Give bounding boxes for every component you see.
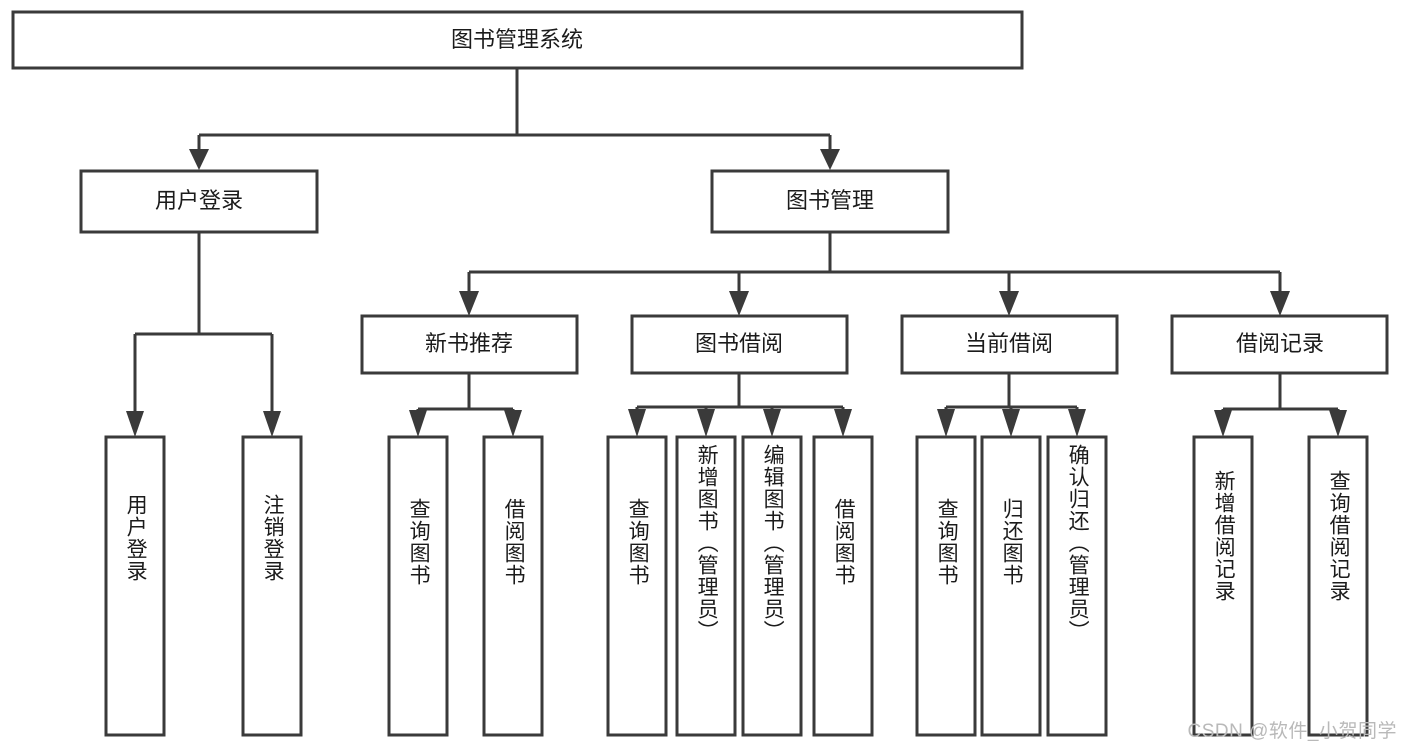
leaf-box-book-borrow-3[interactable] — [741, 435, 803, 737]
arrowhead-current-borrow-leaf-3 — [1068, 409, 1086, 437]
node-borrow-records-box[interactable] — [1170, 314, 1389, 375]
leaf-group-borrow-records — [1192, 435, 1369, 737]
node-book-borrow-box[interactable] — [630, 314, 849, 375]
edge-group-current-borrow — [937, 373, 1086, 437]
node-user-login[interactable]: 用户登录 — [79, 169, 319, 234]
edge-group-book-mgmt — [459, 232, 1290, 316]
leaf-box-new-book-1[interactable] — [387, 435, 449, 737]
node-user-login-label: 用户登录 — [155, 188, 243, 213]
leaf-box-book-borrow-1[interactable] — [606, 435, 668, 737]
arrowhead-borrow-records-leaf-2 — [1329, 410, 1347, 437]
arrowhead-book-mgmt-child-2 — [729, 291, 749, 316]
edge-group-user-login — [126, 232, 281, 437]
leaf-box-current-borrow-1[interactable] — [915, 435, 977, 737]
leaf-group-user-login — [104, 435, 303, 737]
node-book-mgmt[interactable]: 图书管理 — [710, 169, 950, 234]
leaf-box-user-login-2[interactable] — [241, 435, 303, 737]
node-new-book-recommend-box[interactable] — [360, 314, 579, 375]
node-root-box[interactable] — [11, 10, 1024, 70]
node-new-book-recommend-label: 新书推荐 — [425, 331, 513, 356]
arrowhead-user-login-leaf-1 — [126, 411, 144, 437]
node-current-borrow-label: 当前借阅 — [965, 331, 1053, 356]
arrowhead-book-mgmt-child-3 — [999, 291, 1019, 316]
arrowhead-book-mgmt-child-1 — [459, 291, 479, 316]
leaf-box-current-borrow-3[interactable] — [1046, 435, 1108, 737]
leaf-box-current-borrow-2[interactable] — [980, 435, 1042, 737]
leaf-box-borrow-records-2[interactable] — [1307, 435, 1369, 737]
arrowhead-current-borrow-leaf-1 — [937, 409, 955, 437]
node-book-borrow-label: 图书借阅 — [695, 331, 783, 356]
arrowhead-current-borrow-leaf-2 — [1002, 409, 1020, 437]
edge-group-new-book — [409, 373, 522, 437]
arrowhead-user-login-leaf-2 — [263, 411, 281, 437]
node-borrow-records[interactable]: 借阅记录 — [1170, 314, 1389, 375]
node-root-label: 图书管理系统 — [451, 27, 583, 52]
leaf-box-book-borrow-2[interactable] — [675, 435, 737, 737]
arrowhead-book-borrow-leaf-2 — [697, 409, 715, 437]
node-current-borrow-box[interactable] — [900, 314, 1119, 375]
arrowhead-book-borrow-leaf-1 — [628, 409, 646, 437]
arrowhead-new-book-leaf-2 — [504, 410, 522, 437]
leaf-box-new-book-2[interactable] — [482, 435, 544, 737]
leaf-group-book-borrow — [606, 435, 874, 737]
node-user-login-box[interactable] — [79, 169, 319, 234]
leaf-box-user-login-1[interactable] — [104, 435, 166, 737]
edge-group-borrow-records — [1214, 373, 1347, 437]
node-current-borrow[interactable]: 当前借阅 — [900, 314, 1119, 375]
leaf-group-new-book-recommend — [387, 435, 544, 737]
edge-group-root — [189, 68, 840, 170]
node-root[interactable]: 图书管理系统 — [11, 10, 1024, 70]
edge-group-book-borrow — [628, 373, 852, 437]
arrowhead-root-to-book-mgmt — [820, 149, 840, 170]
arrowhead-root-to-user-login — [189, 149, 209, 170]
leaf-box-borrow-records-1[interactable] — [1192, 435, 1254, 737]
arrowhead-book-borrow-leaf-4 — [834, 409, 852, 437]
node-new-book-recommend[interactable]: 新书推荐 — [360, 314, 579, 375]
arrowhead-book-borrow-leaf-3 — [763, 409, 781, 437]
node-book-borrow[interactable]: 图书借阅 — [630, 314, 849, 375]
arrowhead-book-mgmt-child-4 — [1270, 291, 1290, 316]
watermark-label: CSDN @软件_小贺同学 — [1187, 721, 1397, 742]
arrowhead-new-book-leaf-1 — [409, 410, 427, 437]
arrowhead-borrow-records-leaf-1 — [1214, 410, 1232, 437]
leaf-box-book-borrow-4[interactable] — [812, 435, 874, 737]
node-book-mgmt-label: 图书管理 — [786, 188, 874, 213]
node-borrow-records-label: 借阅记录 — [1236, 331, 1324, 356]
leaf-group-current-borrow — [915, 435, 1108, 737]
node-book-mgmt-box[interactable] — [710, 169, 950, 234]
